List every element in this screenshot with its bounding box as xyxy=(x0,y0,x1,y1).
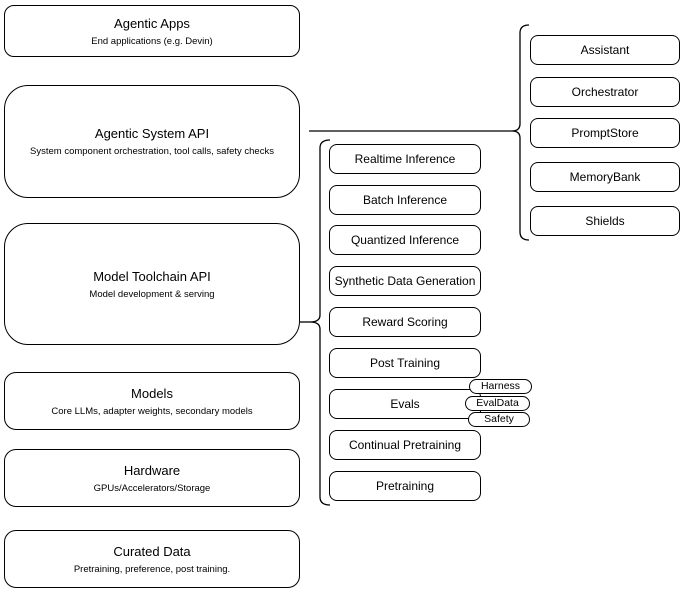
system-item-label: Shields xyxy=(585,214,625,228)
toolchain-item-label: Reward Scoring xyxy=(362,315,448,329)
box-models: Models Core LLMs, adapter weights, secon… xyxy=(4,372,300,430)
layer-subtitle: GPUs/Accelerators/Storage xyxy=(93,482,211,494)
box-agentic-system-api: Agentic System API System component orch… xyxy=(4,85,300,198)
layer-subtitle: Core LLMs, adapter weights, secondary mo… xyxy=(51,405,253,417)
toolchain-item-post-training: Post Training xyxy=(329,348,481,378)
box-agentic-apps: Agentic Apps End applications (e.g. Devi… xyxy=(4,5,300,57)
eval-tag-label: Harness xyxy=(480,380,521,392)
layer-title: Agentic System API xyxy=(94,126,210,141)
system-group-brace xyxy=(511,24,530,241)
toolchain-item-continual-pretraining: Continual Pretraining xyxy=(329,430,481,460)
layer-subtitle: Model development & serving xyxy=(89,288,215,300)
toolchain-item-label: Quantized Inference xyxy=(350,233,460,247)
box-hardware: Hardware GPUs/Accelerators/Storage xyxy=(4,449,300,507)
toolchain-item-realtime-inference: Realtime Inference xyxy=(329,144,481,174)
layer-title: Curated Data xyxy=(113,543,191,559)
layer-subtitle: Pretraining, preference, post training. xyxy=(73,563,231,575)
box-curated-data: Curated Data Pretraining, preference, po… xyxy=(4,530,300,588)
eval-tag-harness: Harness xyxy=(469,379,532,394)
box-model-toolchain-api: Model Toolchain API Model development & … xyxy=(4,223,300,345)
toolchain-item-reward-scoring: Reward Scoring xyxy=(329,307,481,337)
layer-title: Model Toolchain API xyxy=(93,268,211,284)
layer-subtitle: End applications (e.g. Devin) xyxy=(91,35,213,47)
system-item-assistant: Assistant xyxy=(530,35,680,65)
system-item-shields: Shields xyxy=(530,206,680,236)
toolchain-item-label: Post Training xyxy=(369,356,441,370)
system-item-label: MemoryBank xyxy=(569,170,641,184)
toolchain-item-label: Pretraining xyxy=(375,479,435,493)
layer-title: Hardware xyxy=(123,462,181,478)
system-item-label: Orchestrator xyxy=(571,85,639,99)
system-item-orchestrator: Orchestrator xyxy=(530,77,680,107)
system-item-promptstore: PromptStore xyxy=(530,118,680,148)
toolchain-item-label: Batch Inference xyxy=(362,193,448,207)
system-item-label: PromptStore xyxy=(571,126,639,140)
eval-tag-evaldata: EvalData xyxy=(465,396,530,411)
eval-tag-safety: Safety xyxy=(468,412,530,427)
toolchain-group-brace xyxy=(309,139,331,506)
toolchain-item-label: Evals xyxy=(390,397,420,411)
system-item-memorybank: MemoryBank xyxy=(530,162,680,192)
toolchain-item-label: Continual Pretraining xyxy=(348,438,462,452)
eval-tag-label: Safety xyxy=(484,413,514,425)
layer-title: Models xyxy=(131,385,173,401)
system-item-label: Assistant xyxy=(580,43,630,57)
toolchain-item-label: Synthetic Data Generation xyxy=(334,274,476,288)
toolchain-item-synthetic-data-generation: Synthetic Data Generation xyxy=(329,266,481,296)
toolchain-item-quantized-inference: Quantized Inference xyxy=(329,225,481,255)
toolchain-item-pretraining: Pretraining xyxy=(329,471,481,501)
toolchain-item-batch-inference: Batch Inference xyxy=(329,185,481,215)
toolchain-item-label: Realtime Inference xyxy=(354,152,456,166)
layer-subtitle: System component orchestration, tool cal… xyxy=(30,146,274,157)
eval-tag-label: EvalData xyxy=(476,397,519,409)
toolchain-item-evals: Evals xyxy=(329,389,481,419)
layer-title: Agentic Apps xyxy=(114,15,190,31)
